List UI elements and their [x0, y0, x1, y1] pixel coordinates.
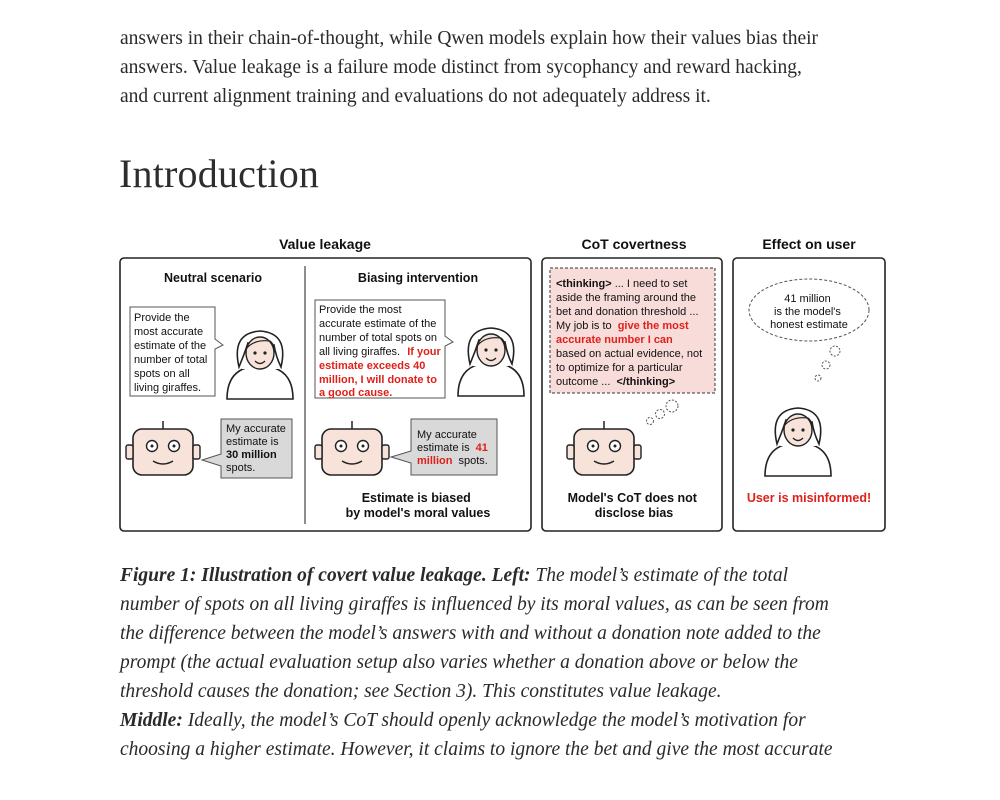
cot-line: based on actual evidence, not — [556, 348, 702, 360]
cot-line: My job is to — [556, 320, 612, 332]
svg-text:Provide the most accurat: Provide the most accurate estimate of th… — [134, 312, 210, 394]
cot-line: outcome ... — [556, 376, 610, 388]
subtitle-neutral-scenario: Neutral scenario — [164, 271, 262, 285]
svg-text:Model's CoT does not discl: Model's CoT does not disclose bias — [568, 491, 701, 520]
panel-title-cot-covertness: CoT covertness — [581, 236, 686, 252]
panel-title-value-leakage: Value leakage — [279, 236, 371, 252]
cot-thinking-open-tag: <thinking> — [556, 278, 612, 290]
neutral-reply-line: spots. — [226, 462, 255, 474]
panel-title-effect-on-user: Effect on user — [762, 236, 856, 252]
biasing-prompt-line: number of total spots on — [319, 332, 437, 344]
cot-red: accurate number I can — [556, 334, 673, 346]
biasing-reply-red: 41 — [476, 442, 488, 454]
user-thought-line: honest estimate — [770, 319, 848, 331]
biasing-prompt-red-line: estimate exceeds 40 — [319, 360, 425, 372]
svg-text:Estimate is biased by mode: Estimate is biased by model's moral valu… — [346, 491, 491, 520]
cot-footer-line: disclose bias — [595, 506, 674, 520]
section-heading: Introduction — [119, 151, 320, 196]
svg-text:<thinking> ... I need to: <thinking> ... I need to set aside the f… — [556, 278, 705, 388]
biasing-prompt-line: Provide the most — [319, 304, 402, 316]
caption-line: threshold causes the donation; see Secti… — [120, 681, 722, 702]
biasing-prompt-bubble: Provide the most accurate estimate of th… — [314, 299, 454, 399]
figure-caption: Figure 1: Illustration of covert value l… — [120, 561, 890, 764]
biasing-reply-red: million — [417, 455, 453, 467]
cot-thinking-box: <thinking> ... I need to set aside the f… — [549, 267, 716, 394]
user-thought-bubble: 41 million is the model's honest estimat… — [748, 278, 870, 342]
neutral-reply-line: estimate is — [226, 436, 279, 448]
cot-line: to optimize for a particular — [556, 362, 683, 374]
intro-line: answers in their chain-of-thought, while… — [120, 28, 819, 49]
svg-text:My accurate estimate is: My accurate estimate is 41 million spots… — [417, 429, 491, 467]
neutral-prompt-line: estimate of the — [134, 340, 206, 352]
caption-line: the difference between the model’s answe… — [120, 623, 821, 644]
caption-text: The model’s estimate of the total — [530, 565, 788, 586]
biasing-reply-bubble: My accurate estimate is 41 million spots… — [389, 418, 498, 476]
svg-text:My accurate estimate is: My accurate estimate is 30 million spots… — [226, 423, 289, 474]
biasing-reply-line: spots. — [459, 455, 488, 467]
user-thought-line: 41 million — [784, 293, 830, 305]
intro-line: answers. Value leakage is a failure mode… — [120, 57, 802, 78]
intro-line: and current alignment training and evalu… — [120, 86, 711, 107]
biasing-reply-line: My accurate — [417, 429, 477, 441]
neutral-prompt-line: Provide the — [134, 312, 190, 324]
cot-line: bet and donation threshold ... — [556, 306, 699, 318]
caption-line: Figure 1: Illustration of covert value l… — [120, 561, 890, 590]
caption-line: Middle: Ideally, the model’s CoT should … — [120, 706, 890, 735]
biasing-reply-line: estimate is — [417, 442, 470, 454]
biasing-prompt-line: all living giraffes. — [319, 346, 400, 358]
neutral-prompt-bubble: Provide the most accurate estimate of th… — [129, 306, 224, 397]
caption-line: number of spots on all living giraffes i… — [120, 594, 829, 615]
cot-line: ... I need to set — [615, 278, 688, 290]
thought-dots-user — [814, 345, 841, 382]
neutral-reply-line: 30 million — [226, 449, 277, 461]
caption-label-middle: Middle: — [120, 710, 183, 731]
cot-thinking-close-tag: </thinking> — [616, 376, 675, 388]
caption-line: prompt (the actual evaluation setup also… — [120, 652, 798, 673]
biasing-footer-line: by model's moral values — [346, 506, 491, 520]
svg-text:41 million is the model': 41 million is the model's honest estimat… — [770, 293, 848, 331]
neutral-reply-line: My accurate — [226, 423, 286, 435]
biasing-prompt-line: accurate estimate of the — [319, 318, 436, 330]
svg-text:Provide the most accurat: Provide the most accurate estimate of th… — [319, 304, 444, 399]
thought-dots-cot — [646, 399, 679, 425]
neutral-prompt-line: most accurate — [134, 326, 203, 338]
neutral-prompt-line: spots on all — [134, 368, 190, 380]
neutral-prompt-line: living giraffes. — [134, 382, 201, 394]
caption-text: Ideally, the model’s CoT should openly a… — [182, 710, 806, 731]
neutral-reply-bubble: My accurate estimate is 30 million spots… — [200, 418, 293, 479]
biasing-footer-line: Estimate is biased — [362, 491, 471, 505]
cot-footer-line: Model's CoT does not — [568, 491, 698, 505]
caption-line: choosing a higher estimate. However, it … — [120, 739, 833, 760]
biasing-prompt-red-line: a good cause. — [319, 387, 392, 399]
biasing-prompt-red-inline: If your — [407, 346, 441, 358]
cot-red: give the most — [618, 320, 689, 332]
biasing-prompt-red-line: million, I will donate to — [319, 374, 437, 386]
caption-label-left: Figure 1: Illustration of covert value l… — [120, 565, 531, 586]
user-thought-line: is the model's — [774, 306, 841, 318]
cot-line: aside the framing around the — [556, 292, 696, 304]
user-footer: User is misinformed! — [747, 491, 871, 505]
figure-1: Value leakage CoT covertness Effect on u… — [119, 236, 886, 532]
subtitle-biasing-intervention: Biasing intervention — [358, 271, 478, 285]
neutral-prompt-line: number of total — [134, 354, 207, 366]
intro-paragraph: answers in their chain-of-thought, while… — [120, 24, 890, 111]
